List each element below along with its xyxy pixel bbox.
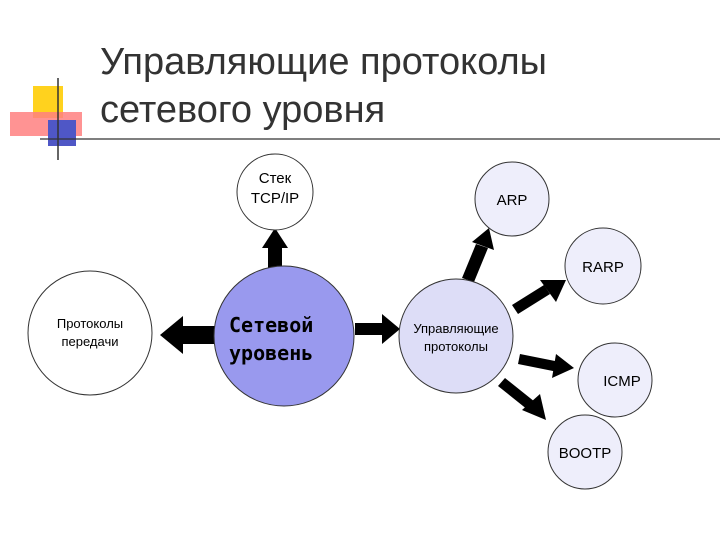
node-control-line1: Управляющие [413, 321, 498, 336]
arrow-to-control [355, 314, 400, 344]
slide-title-line1: Управляющие протоколы [100, 41, 547, 83]
node-network-line2: уровень [229, 341, 313, 365]
node-network: Сетевой уровень [213, 265, 355, 407]
arrow-to-bootp [498, 378, 546, 420]
arrow-to-arp [462, 228, 494, 282]
node-rarp: RARP [564, 227, 642, 305]
node-rarp-label: RARP [582, 259, 624, 276]
node-bootp: BOOTP [547, 414, 623, 490]
node-transport: Протоколы передачи [27, 270, 153, 396]
node-stack-line2: TCP/IP [251, 190, 299, 207]
node-transport-line2: передачи [61, 334, 118, 349]
node-control-line2: протоколы [424, 339, 488, 354]
slide-title: Управляющие протоколы сетевого уровня [100, 38, 700, 134]
node-control: Управляющие протоколы [398, 278, 514, 394]
node-stack-line1: Стек [259, 170, 292, 187]
arrow-to-rarp [512, 280, 566, 314]
node-transport-line1: Протоколы [57, 316, 123, 331]
node-arp-label: ARP [497, 192, 528, 209]
node-icmp-label: ICMP [603, 373, 641, 390]
arrow-to-icmp [518, 354, 574, 378]
node-bootp-label: BOOTP [559, 445, 612, 462]
arrow-to-transport [160, 316, 224, 354]
logo-blue-square [48, 120, 76, 146]
node-arp: ARP [474, 161, 550, 237]
node-stack: Стек TCP/IP [236, 153, 314, 231]
node-icmp: ICMP [577, 342, 653, 418]
node-network-line1: Сетевой [229, 313, 313, 337]
slide-title-line2: сетевого уровня [100, 89, 386, 131]
corner-logo [10, 78, 720, 160]
